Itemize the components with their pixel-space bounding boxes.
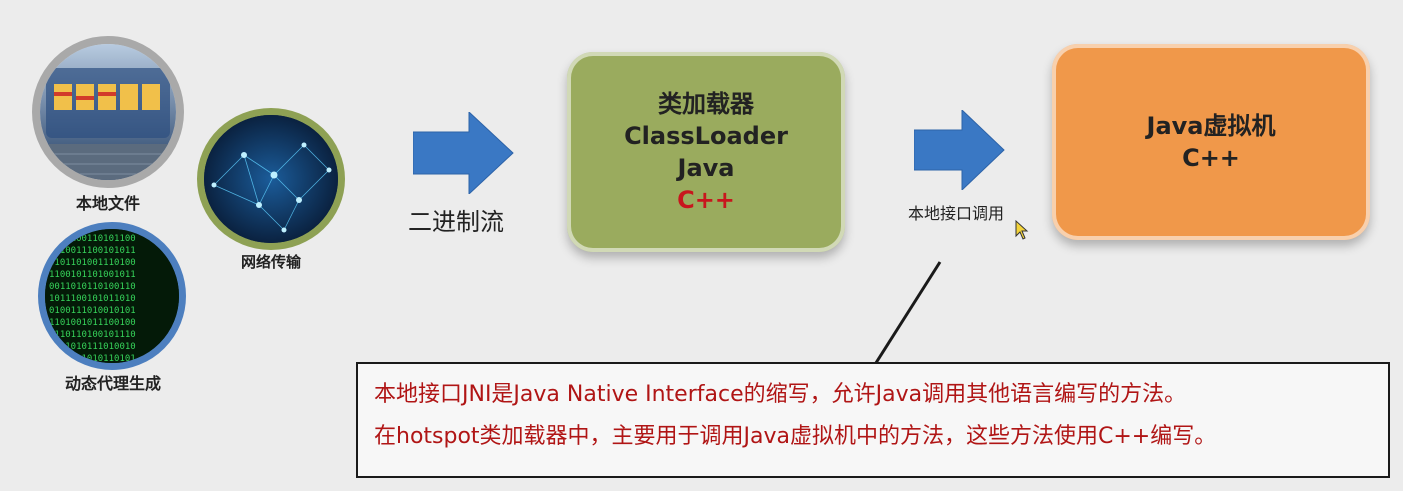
- jvm-box: Java虚拟机 C++: [1052, 44, 1370, 240]
- network-icon: [197, 108, 345, 250]
- network-label: 网络传输: [240, 253, 301, 271]
- jvm-title: Java虚拟机: [1146, 112, 1276, 140]
- svg-text:0011010110100110: 0011010110100110: [49, 282, 136, 292]
- binary-stream-label: 二进制流: [408, 208, 504, 236]
- svg-text:0101101001110100: 0101101001110100: [49, 258, 136, 268]
- local-file-icon: [32, 36, 184, 188]
- svg-text:1001010111010010: 1001010111010010: [49, 342, 136, 352]
- classloader-title: 类加载器: [658, 90, 754, 118]
- dynamic-proxy-label: 动态代理生成: [64, 374, 161, 393]
- classloader-lang-java: Java: [677, 154, 735, 182]
- jni-note-line-2: 在hotspot类加载器中，主要用于调用Java虚拟机中的方法，这些方法使用C+…: [374, 424, 1217, 449]
- binary-code-graphic: 0110100110101100 1010011100101011 010110…: [45, 229, 179, 363]
- jni-note-box: 本地接口JNI是Java Native Interface的缩写，允许Java调…: [356, 362, 1390, 478]
- arrow-right-icon: [413, 112, 514, 194]
- svg-text:0110110100101110: 0110110100101110: [49, 330, 136, 340]
- network-graphic: [204, 115, 338, 243]
- local-file-label: 本地文件: [75, 194, 140, 213]
- native-interface-call-label: 本地接口调用: [908, 204, 1005, 223]
- jni-note-line-1: 本地接口JNI是Java Native Interface的缩写，允许Java调…: [374, 382, 1187, 407]
- arrow-right-icon: [914, 110, 1005, 190]
- svg-text:0110100110101100: 0110100110101100: [49, 234, 136, 244]
- svg-text:0111001010110101: 0111001010110101: [49, 354, 136, 363]
- svg-text:1011100101011010: 1011100101011010: [49, 294, 136, 304]
- folder-stack-graphic: [40, 44, 176, 180]
- classloader-lang-cpp: C++: [677, 186, 735, 214]
- jvm-lang-cpp: C++: [1182, 144, 1240, 172]
- mouse-cursor-icon: [1015, 220, 1029, 240]
- callout-pointer: [872, 261, 942, 367]
- svg-text:1101001011100100: 1101001011100100: [49, 318, 136, 328]
- svg-text:1010011100101011: 1010011100101011: [49, 246, 136, 256]
- dynamic-proxy-icon: 0110100110101100 1010011100101011 010110…: [38, 222, 186, 370]
- classloader-name: ClassLoader: [624, 122, 788, 150]
- svg-text:1100101101001011: 1100101101001011: [49, 270, 136, 280]
- svg-text:0100111010010101: 0100111010010101: [49, 306, 136, 316]
- classloader-box: 类加载器 ClassLoader Java C++: [567, 52, 845, 252]
